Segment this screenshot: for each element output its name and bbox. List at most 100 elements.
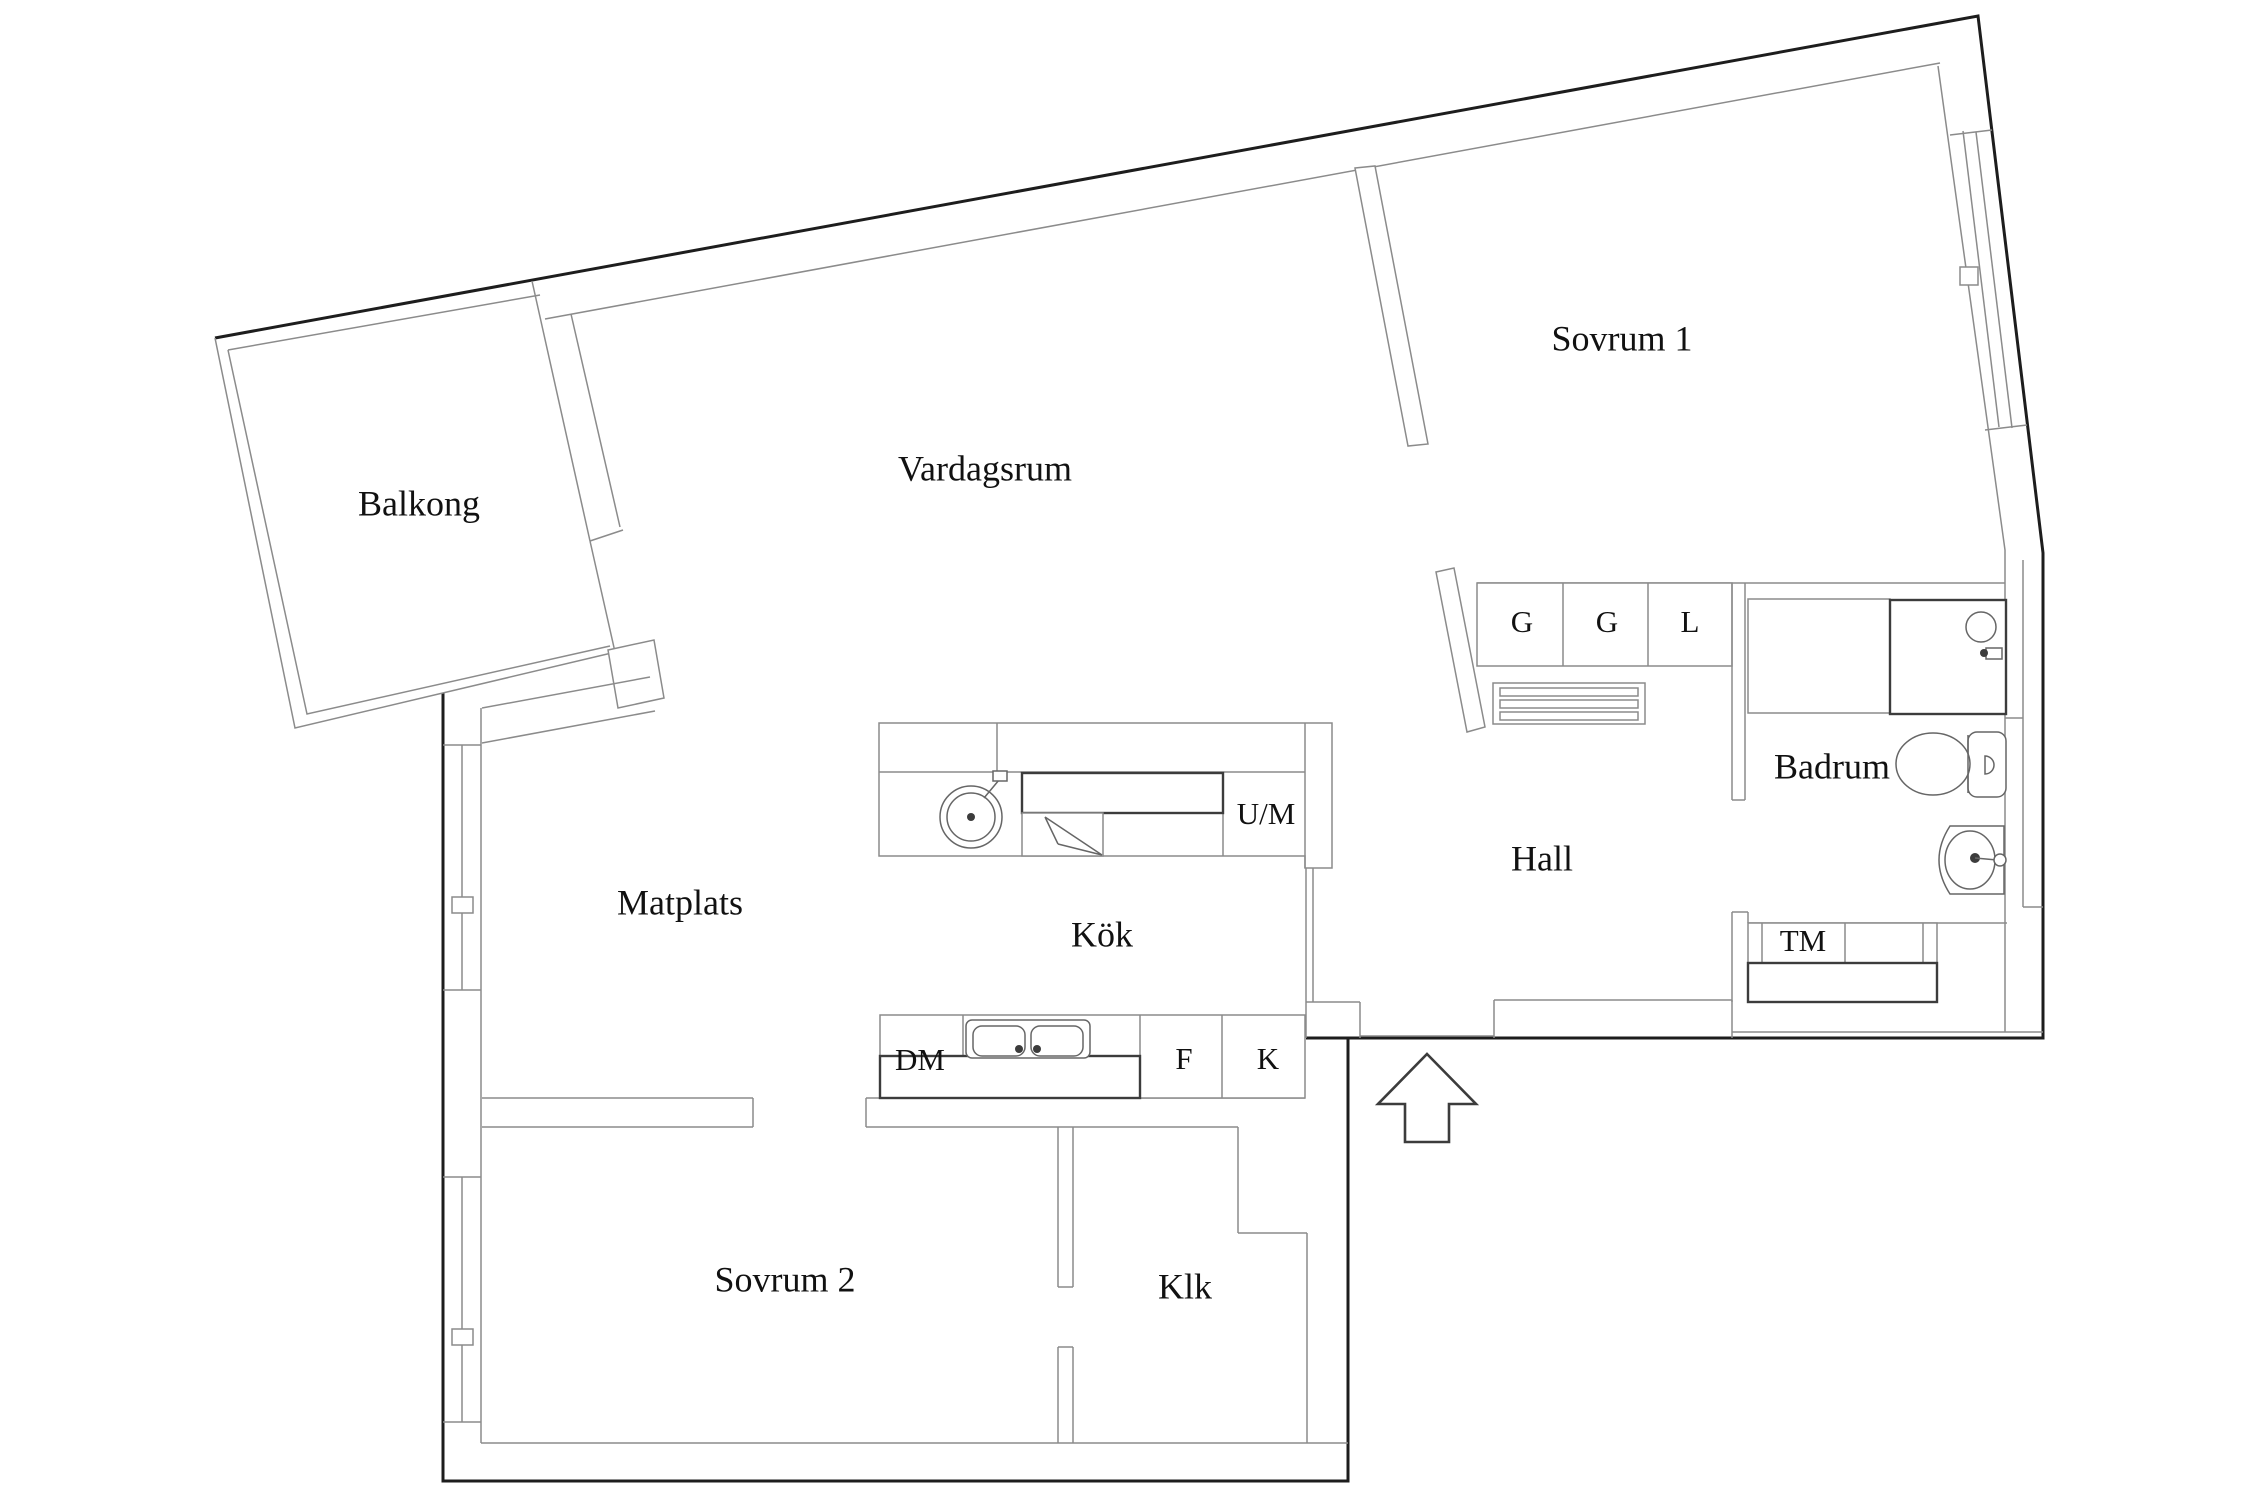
entrance-side-wall (1305, 1001, 1361, 1038)
room-label-sovrum2: Sovrum 2 (714, 1259, 855, 1299)
hall-closets (1435, 567, 2005, 733)
exterior-walls (214, 14, 2045, 1483)
corner-wall-block (607, 639, 665, 709)
toilet-tank (1967, 731, 2007, 798)
shower-icon (1888, 598, 2008, 716)
room-label-klk: Klk (1158, 1266, 1212, 1306)
room-label-badrum: Badrum (1774, 746, 1890, 786)
window-handle-icon (451, 1328, 474, 1346)
window-handle-icon (451, 896, 474, 914)
parapet-inner-top (227, 294, 541, 351)
entrance-arrow-icon (1374, 1052, 1480, 1144)
window-handle-icon (1959, 266, 1979, 286)
appliance-label-dm: DM (895, 1042, 945, 1077)
sink-drain (1015, 1045, 1023, 1053)
kitchen-east-wall (1305, 868, 1314, 1002)
shower-drain (1965, 611, 1997, 643)
kitchen-round-sink-icon (939, 770, 1008, 849)
sink-drain (967, 813, 975, 821)
sink-bowl-left (972, 1025, 1026, 1057)
wall-line (531, 280, 591, 542)
badrum-closet (1747, 598, 1891, 714)
toilet-bowl (1895, 732, 1971, 796)
room-label-matplats: Matplats (617, 882, 743, 922)
faucet-base (992, 770, 1008, 782)
partition-vardagsrum-sovrum1 (1354, 165, 1429, 447)
klk-east-wall (1237, 1127, 1308, 1443)
badrum-west-wall (1731, 583, 1746, 801)
closet-row (1476, 582, 1733, 667)
room-label-vardagsrum: Vardagsrum (898, 448, 1072, 488)
door-wall-stub (1435, 567, 1486, 733)
appliance-label-um: U/M (1237, 796, 1296, 831)
top-wall-inner (544, 62, 1941, 320)
window-cap (443, 744, 481, 991)
oven-box (1021, 812, 1104, 857)
sink-drain (1033, 1045, 1041, 1053)
rack-slat (1499, 711, 1639, 721)
toilet-flush (1984, 755, 1995, 775)
closet-label-g2: G (1596, 604, 1618, 639)
right-wall-window (1949, 129, 2028, 431)
wall-line (481, 710, 656, 744)
left-wall-windows (443, 708, 482, 1443)
sink-rim (965, 1019, 1091, 1059)
appliance-label-tm: TM (1780, 923, 1827, 958)
code-labels: G G L U/M DM F K TM (895, 604, 1826, 1077)
west-slanted-wall (481, 280, 665, 744)
appliance-label-f: F (1175, 1041, 1192, 1076)
right-wall-inner (1937, 65, 2006, 1032)
balcony-door-opening-line (589, 540, 616, 653)
laundry-bench (1746, 961, 1939, 1004)
door-jamb (589, 529, 624, 542)
parapet-inner (227, 349, 611, 715)
window-glass-line (1962, 130, 2000, 428)
window-cap (443, 1176, 481, 1423)
oven-icon (1021, 812, 1104, 857)
room-label-sovrum1: Sovrum 1 (1551, 318, 1692, 358)
oven-mark (1044, 816, 1103, 856)
room-label-balkong: Balkong (358, 483, 480, 523)
laundry-divider (1761, 923, 1924, 963)
coat-rack-icon (1492, 682, 1646, 725)
room-label-hall: Hall (1511, 838, 1573, 878)
appliance-label-k: K (1257, 1041, 1280, 1076)
laundry-closet (1746, 922, 1939, 1004)
wall-line (570, 313, 621, 528)
kitchen-island (878, 722, 1333, 869)
closet-divider (1562, 583, 1649, 666)
balcony-parapet (214, 294, 621, 729)
toilet-icon (1895, 731, 2007, 798)
wall-line (481, 676, 651, 709)
rack-frame (1492, 682, 1646, 725)
sovrum2-klk-divider (1057, 1127, 1074, 1443)
window-cap (1949, 129, 2028, 431)
room-label-kok: Kök (1071, 914, 1133, 954)
shaft-line (2005, 560, 2043, 908)
matplats-sovrum2-wall (482, 1097, 754, 1128)
sink-bowl (946, 792, 996, 842)
rack-slat (1499, 699, 1639, 709)
double-sink-icon (965, 1019, 1091, 1059)
rack-slat (1499, 687, 1639, 697)
laundry-row (1747, 922, 1938, 964)
exterior-outline (214, 14, 2045, 1483)
shower-mixer (1985, 647, 2003, 660)
closet-label-g1: G (1511, 604, 1533, 639)
window-glass-line (1975, 131, 2013, 429)
badrum-west-stub (1731, 911, 1749, 1002)
sink-bowl-right (1030, 1025, 1084, 1057)
kitchen-counter (878, 1014, 1306, 1100)
sink-faucet (983, 779, 1000, 799)
shower-knob (1980, 649, 1988, 657)
hall-south-wall (1493, 999, 1733, 1038)
cooktop-icon (1020, 771, 1225, 815)
bathroom-sink-icon (1938, 825, 2007, 895)
sink-faucet-knob (1993, 853, 2007, 867)
closet-label-l: L (1681, 604, 1700, 639)
shower-tray (1888, 598, 2008, 716)
sink-rim (939, 785, 1003, 849)
parapet-outer (214, 337, 621, 729)
